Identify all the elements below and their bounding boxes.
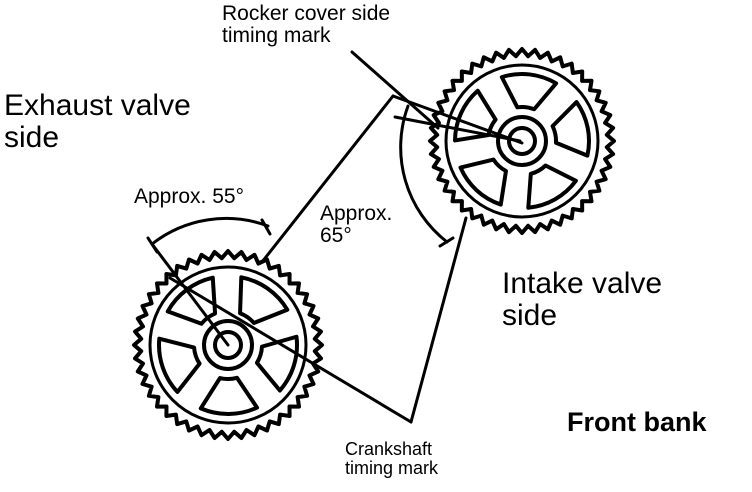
approx-55-tick-right [260,218,272,236]
rocker-reference-line [391,94,524,145]
exhaust-valve-side-label: Exhaust valve side [4,89,191,154]
intake-reference-line [393,115,522,143]
intake-camshaft-sprocket [428,47,616,235]
spoke-window [458,157,508,207]
exhaust-reference-line [150,242,230,347]
sprocket-rim [444,63,600,219]
sprocket-hub [202,319,254,371]
crankshaft-leader-left [168,276,413,424]
approx-55-arc [150,216,270,246]
spoke-window [238,275,290,325]
intake-valve-side-label: Intake valve side [502,267,663,332]
sprocket-hub [496,115,548,167]
approx-55-tick-left [146,236,159,254]
crankshaft-leader-right [409,216,468,424]
sprocket-rim [148,265,308,425]
spoke-window [198,375,260,416]
exhaust-to-rocker-line [260,94,395,264]
spoke-window [254,334,299,393]
rocker-cover-leader [350,50,440,130]
rocker-cover-timing-mark-label: Rocker cover side timing mark [222,2,391,48]
spoke-window [453,88,498,143]
spoke-window [499,72,559,112]
crankshaft-timing-mark-label: Crankshaft timing mark [345,439,439,478]
spoke-window [550,100,591,158]
spoke-window [526,163,578,210]
sprocket-bore [213,330,243,360]
sprocket-bore [507,126,537,156]
approx-65-tick [438,236,455,248]
front-bank-label: Front bank [567,407,707,437]
approx-55-label: Approx. 55° [134,185,244,208]
approx-65-arc [399,104,449,244]
approx-65-label: Approx. 65° [320,202,393,248]
spoke-window [157,336,202,394]
